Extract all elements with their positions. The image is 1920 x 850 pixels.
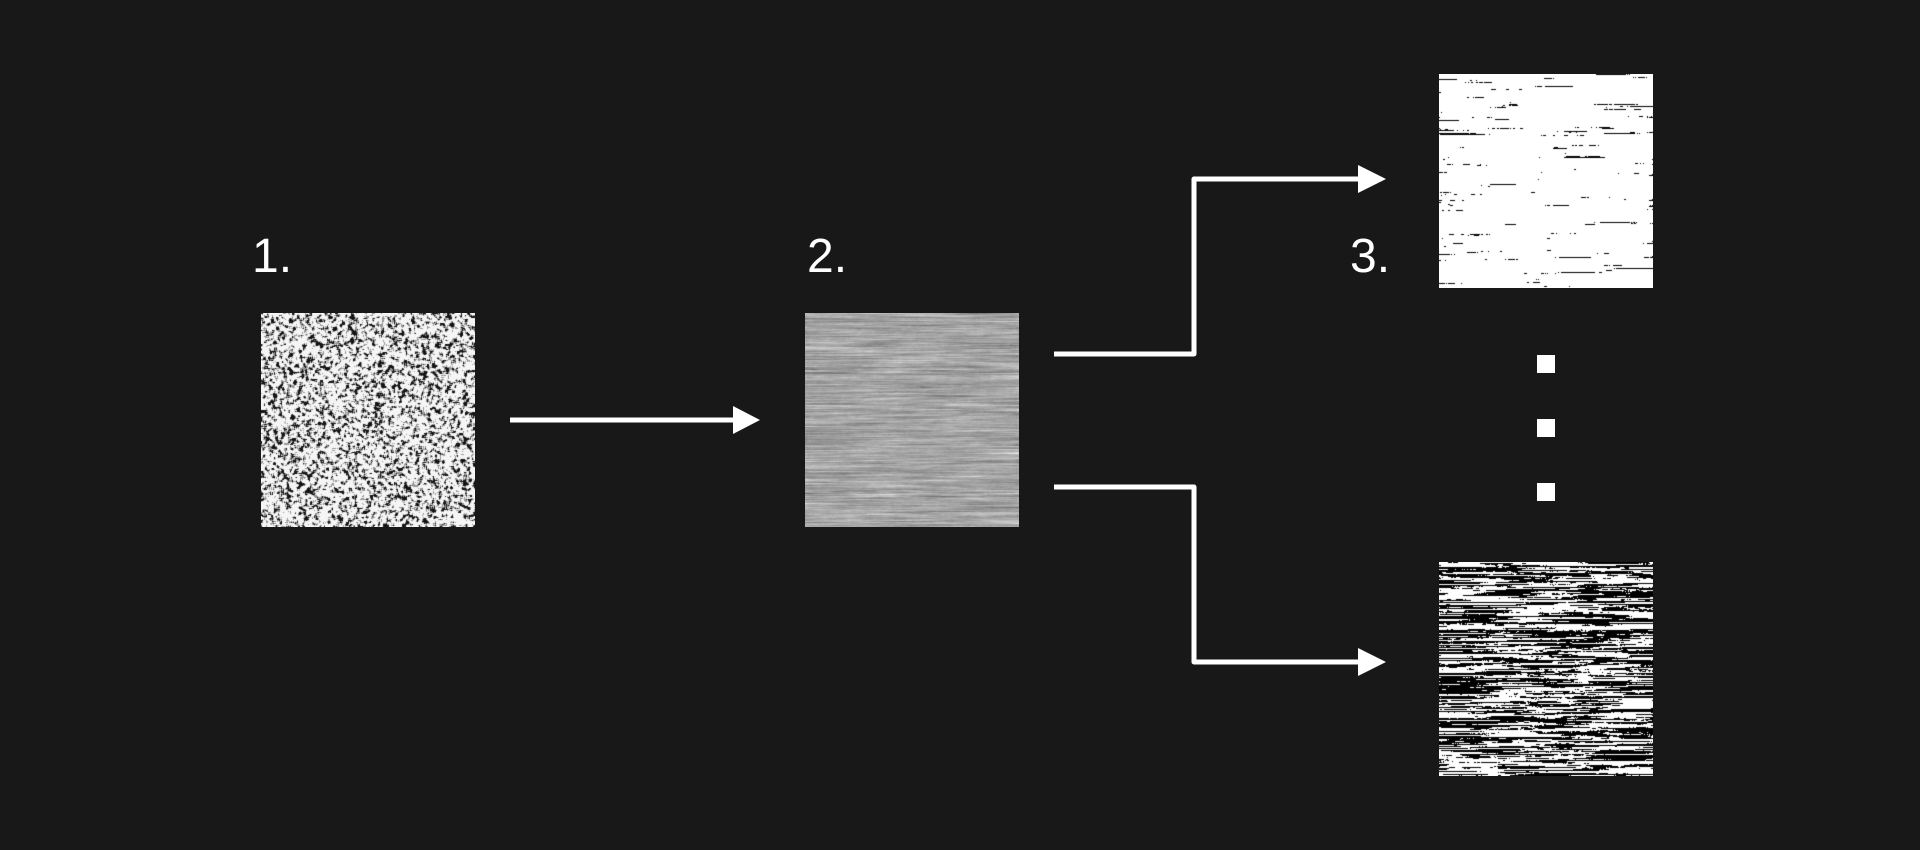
step-2-label: 2.: [807, 230, 848, 283]
sparse-threshold-image: [1439, 74, 1653, 288]
ellipsis-dot: [1537, 419, 1555, 437]
arrowhead-right-icon: [1358, 648, 1386, 676]
ellipsis-dot: [1537, 355, 1555, 373]
arrowhead-right-icon: [733, 406, 760, 434]
arrow-2-to-3-bottom-line: [1054, 484, 1360, 665]
blurred-texture-image: [805, 313, 1019, 527]
step-3-label: 3.: [1350, 230, 1391, 283]
arrow-2-to-3-top-line: [1054, 176, 1360, 357]
dense-threshold-image: [1439, 562, 1653, 776]
step-1-label: 1.: [252, 230, 293, 283]
noise-texture-image: [261, 313, 475, 527]
ellipsis-dot: [1537, 483, 1555, 501]
arrowhead-right-icon: [1358, 165, 1386, 193]
